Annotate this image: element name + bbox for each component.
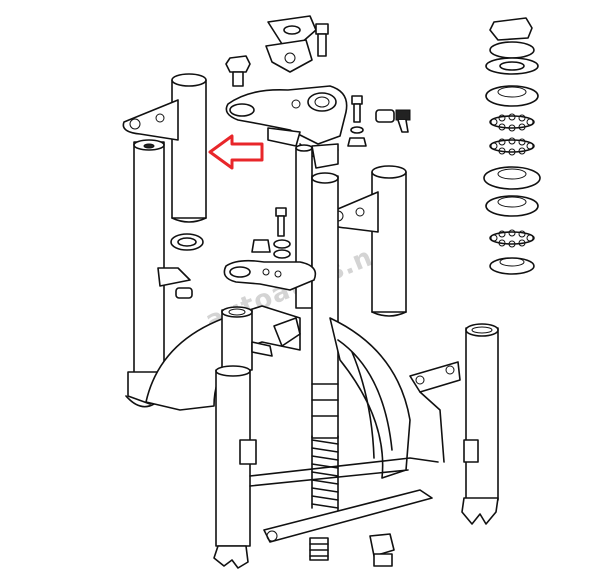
hex-bolt-left: [225, 55, 251, 87]
upper-triple-clamp: [225, 85, 348, 169]
nut-and-washers: [251, 239, 291, 259]
bottom-bushing: [309, 537, 329, 561]
left-upper-bracket: [122, 99, 179, 141]
pinch-bolt: [347, 95, 367, 147]
lower-triple-clamp: [223, 259, 317, 291]
left-mid-bracket: [157, 267, 193, 299]
steering-bearing-stack: [483, 17, 541, 275]
fork-spring: [311, 435, 339, 513]
left-stanchion-tube: [171, 73, 207, 223]
center-front-leg: [213, 306, 273, 569]
bottom-plug: [369, 533, 395, 567]
front-fender: [145, 305, 411, 479]
right-fork-leg: [461, 323, 499, 525]
small-bolt-center: [275, 207, 287, 237]
right-stay-bracket: [409, 361, 461, 463]
top-clamp: [265, 15, 317, 73]
ignition-lock: [375, 109, 411, 133]
clamp-bolt: [315, 23, 329, 57]
center-damper-tube: [311, 172, 339, 439]
fender-stay: [249, 457, 439, 543]
right-stanchion-tube: [371, 165, 407, 317]
callout-arrow-icon: [208, 134, 264, 170]
